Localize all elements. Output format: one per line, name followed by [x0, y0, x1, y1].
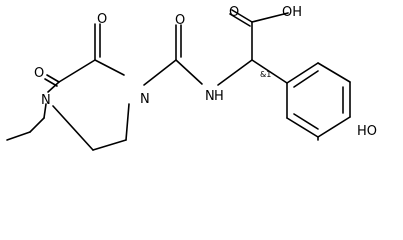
amide-o-label: O: [175, 13, 185, 28]
ring-o-top-label: O: [97, 12, 107, 27]
atom-labels: OH O O O O N N N H HO &1: [34, 5, 377, 139]
chemical-structure-diagram: OH O O O O N N N H HO &1: [6, 5, 377, 151]
bond-ethyl-1: [6, 131, 31, 141]
bond-ethyl-n: [43, 103, 47, 119]
acid-oh-label: OH: [282, 5, 302, 20]
bonds: [6, 9, 351, 151]
bond-ring-c5-n4: [52, 105, 94, 151]
amide-n-label: N: [205, 89, 215, 104]
bond-benzene-inner-3: [293, 113, 319, 130]
ring-n-left-label: N: [41, 93, 51, 108]
bond-ring-c2-n1: [94, 59, 125, 76]
bond-ring-c6-c5: [92, 139, 127, 151]
bond-benzene-5: [286, 117, 319, 138]
bond-alpha-aryl: [251, 59, 288, 84]
bond-benzene-1: [286, 62, 319, 84]
bond-acid-o-1: [231, 9, 253, 23]
stereo-label: &1: [260, 70, 271, 79]
bond-n1-carbonyl: [143, 59, 177, 86]
bond-benzene-inner-1: [293, 70, 319, 88]
bond-ethyl-2: [29, 117, 45, 133]
amide-h-label: H: [214, 89, 224, 104]
bond-c3-o-2: [44, 78, 58, 87]
bond-c3-o-1: [46, 74, 60, 83]
bond-ring-n4-c3: [47, 81, 60, 93]
bond-ring-c3-c2: [58, 59, 96, 83]
bond-ring-n1-c6: [125, 103, 130, 141]
ring-o-left-label: O: [34, 66, 44, 81]
acid-o-label: O: [229, 5, 239, 20]
ring-n-right-label: N: [140, 92, 150, 107]
bond-benzene-4: [317, 116, 351, 138]
bond-nh-alpha: [217, 59, 253, 86]
phenol-oh-label: HO: [357, 124, 377, 139]
bond-benzene-2: [317, 62, 351, 83]
bond-carbonyl-nh: [175, 59, 203, 85]
bond-acid-oh: [251, 12, 289, 23]
bond-acid-o-2: [229, 13, 251, 27]
